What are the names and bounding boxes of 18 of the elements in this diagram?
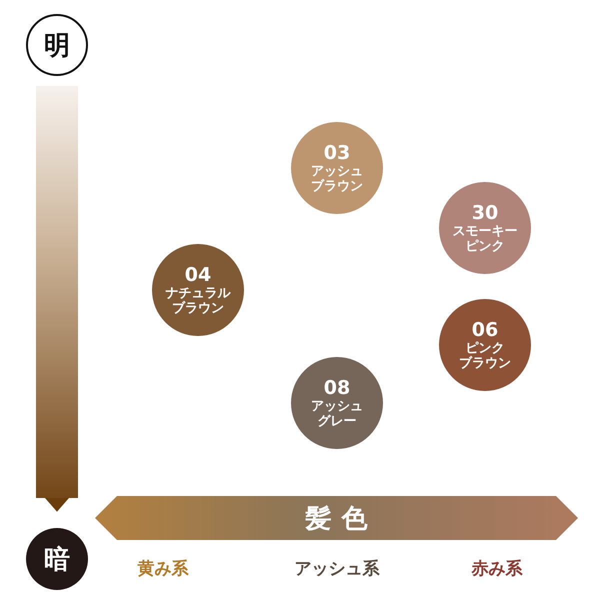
axis-label: 赤み系	[472, 558, 522, 580]
hair-color-band	[95, 496, 578, 540]
shade-number: 04	[184, 264, 212, 286]
shade-name: ピンクブラウン	[459, 341, 511, 371]
shade-name: スモーキーピンク	[452, 224, 518, 254]
shade-number: 06	[472, 319, 498, 341]
brightness-arrow	[36, 86, 78, 512]
axis-label: 黄み系	[138, 558, 188, 580]
shade-number: 03	[324, 142, 350, 164]
axis-end-label: 明	[44, 30, 70, 62]
axis-label: アッシュ系	[294, 558, 380, 580]
shade-number: 08	[324, 377, 350, 399]
axis-end-label: 暗	[44, 544, 70, 576]
shade-name: アッシュブラウン	[311, 164, 363, 194]
shade-number: 30	[472, 202, 498, 224]
shade-name: ナチュラルブラウン	[166, 286, 230, 316]
band-title: 髪色	[306, 502, 378, 536]
shade-name: アッシュグレー	[311, 399, 363, 429]
